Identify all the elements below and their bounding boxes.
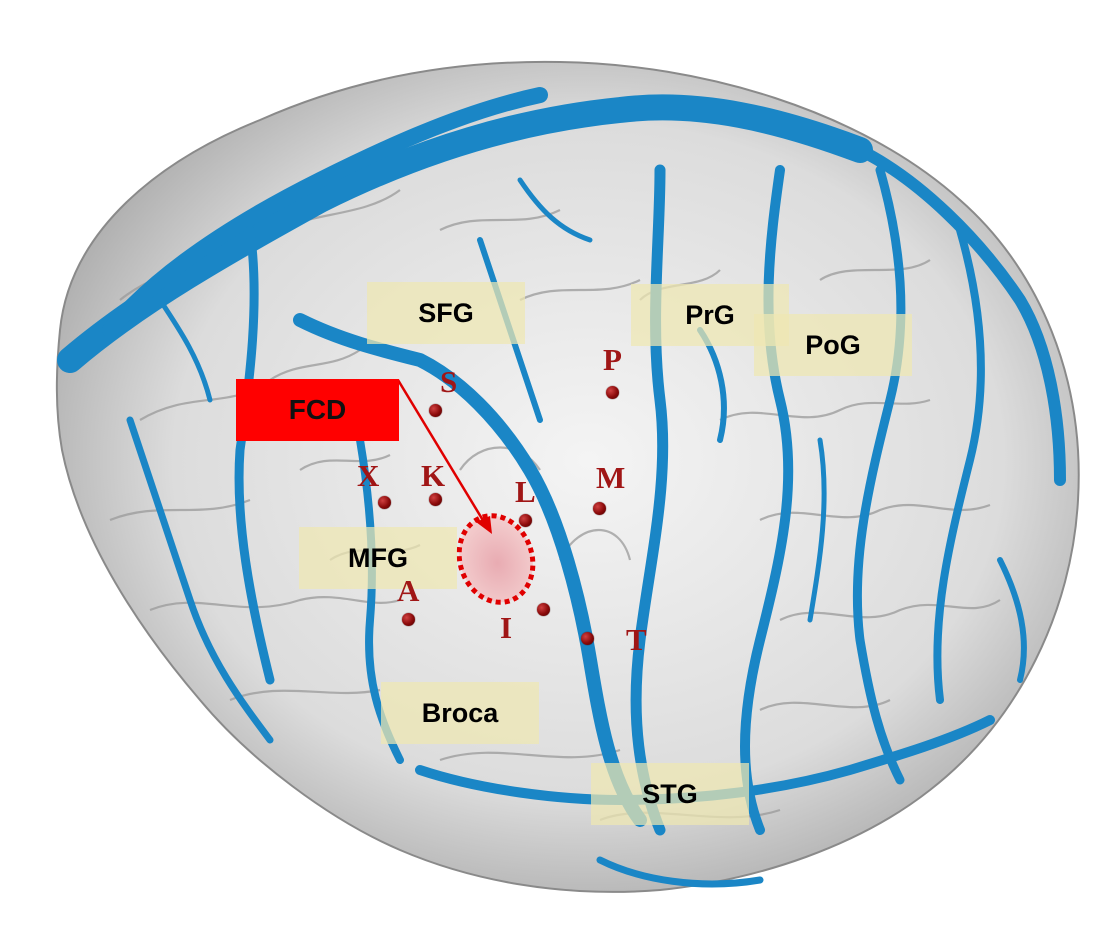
cortical-veins: [57, 87, 1066, 888]
electrode-dot-t: [581, 632, 594, 645]
electrode-dot-i: [537, 603, 550, 616]
fcd-lesion: [459, 515, 533, 603]
electrode-label-k: K: [421, 458, 446, 493]
electrode-dot-p: [606, 386, 619, 399]
electrode-dot-s: [429, 404, 442, 417]
label-mfg: MFG: [299, 527, 457, 589]
electrode-label-i: I: [500, 610, 513, 645]
label-pog: PoG: [754, 314, 912, 376]
label-sfg: SFG: [367, 282, 525, 344]
fcd-pointer-arrow: [396, 379, 486, 523]
label-stg: STG: [591, 763, 749, 825]
electrode-dot-m: [593, 502, 606, 515]
cortex-surface: [55, 60, 1080, 893]
electrode-dot-k: [429, 493, 442, 506]
label-broca: Broca: [381, 682, 539, 744]
electrode-dot-l: [519, 514, 532, 527]
fcd-pointer-arrowhead: [476, 516, 492, 534]
electrode-label-x: X: [357, 458, 380, 493]
electrode-label-s: S: [440, 364, 458, 399]
electrode-label-l: L: [515, 474, 536, 509]
electrode-dot-a: [402, 613, 415, 626]
electrode-label-a: A: [397, 573, 420, 608]
fcd-lesion-outline: [456, 513, 536, 605]
electrode-label-m: M: [596, 460, 626, 495]
electrode-dot-x: [378, 496, 391, 509]
label-fcd: FCD: [236, 379, 399, 441]
electrode-label-t: T: [626, 622, 647, 657]
electrode-label-p: P: [603, 342, 622, 377]
